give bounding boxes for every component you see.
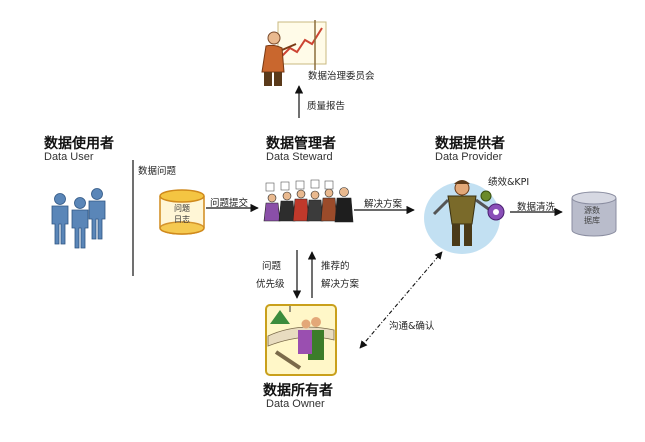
- data-provider-subtitle: Data Provider: [435, 151, 503, 163]
- arrow-communicate: [359, 251, 443, 349]
- data-steward-subtitle: Data Steward: [266, 151, 333, 163]
- data-user-title: 数据使用者: [44, 136, 114, 152]
- committee-label: 数据治理委员会: [308, 71, 375, 82]
- data-user-subtitle: Data User: [44, 151, 94, 163]
- log-label-line2: 日志: [174, 215, 190, 224]
- data-owner-illustration: [265, 304, 337, 376]
- quality-report-label: 质量报告: [307, 101, 346, 112]
- solution-label: 解决方案: [364, 199, 403, 210]
- recommended-label: 推荐的: [321, 261, 350, 272]
- source-database-cylinder: [571, 191, 617, 237]
- data-provider-worker-icon: [424, 180, 505, 254]
- data-owner-title: 数据所有者: [263, 383, 333, 399]
- db-label-line2: 据库: [584, 216, 600, 225]
- communicate-label: 沟通&确认: [389, 321, 435, 332]
- data-user-people-icon: [51, 188, 106, 249]
- priority-label: 优先级: [256, 279, 285, 290]
- cleansing-label: 数据清洗: [517, 202, 556, 213]
- db-label-line1: 源数: [584, 206, 600, 215]
- log-label-line1: 问题: [174, 204, 190, 213]
- data-provider-title: 数据提供者: [435, 136, 505, 152]
- issue-submit-label: 问题提交: [210, 198, 249, 209]
- issue-log-cylinder: [159, 189, 205, 235]
- data-steward-group-icon: [263, 179, 354, 223]
- recommended-solution-label: 解决方案: [321, 279, 360, 290]
- data-issues-label: 数据问题: [138, 166, 177, 177]
- kpi-label: 绩效&KPI: [488, 177, 530, 188]
- committee-illustration: [261, 20, 327, 86]
- data-steward-title: 数据管理者: [266, 136, 336, 152]
- issue-label: 问题: [262, 261, 282, 272]
- data-owner-subtitle: Data Owner: [266, 398, 325, 410]
